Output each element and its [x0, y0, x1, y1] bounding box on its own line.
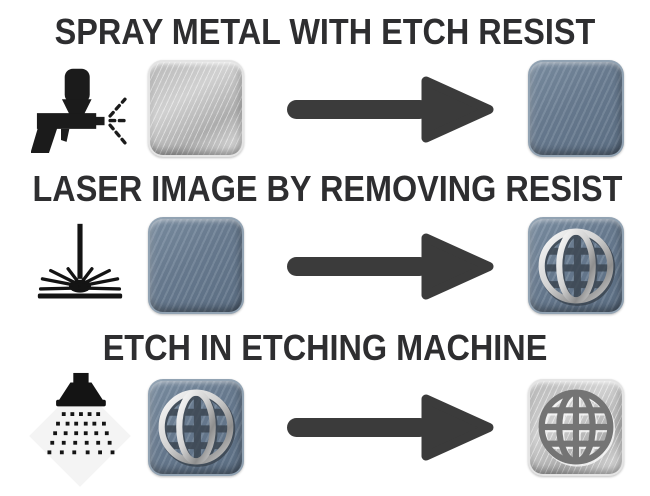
etched-metal-plate [528, 378, 624, 476]
step-3-etch: ETCH IN ETCHING MACHINE [0, 327, 650, 487]
step-1-spray-resist: SPRAY METAL WITH ETCH RESIST [0, 0, 650, 157]
step-2-before [148, 217, 244, 314]
step-2-title: LASER IMAGE BY REMOVING RESIST [32, 168, 623, 209]
bare-metal-plate [148, 60, 244, 157]
resist-coated-plate [148, 217, 244, 314]
step-2-laser-image: LASER IMAGE BY REMOVING RESIST [0, 169, 650, 314]
step-2-arrow [283, 226, 498, 306]
etchant-spray-shower-icon [29, 372, 131, 487]
laser-beam-icon [30, 222, 130, 310]
silver-globe-icon [538, 228, 616, 306]
step-1-flow [0, 60, 650, 157]
step-3-flow [0, 372, 650, 487]
step-3-before [148, 378, 244, 476]
right-arrow-icon [287, 233, 494, 299]
plate-with-globe-image [528, 217, 624, 314]
right-arrow-icon [287, 394, 494, 461]
step-1-after [528, 60, 624, 157]
step-1-before [148, 60, 244, 157]
step-3-title: ETCH IN ETCHING MACHINE [102, 327, 548, 368]
step-1-title: SPRAY METAL WITH ETCH RESIST [54, 11, 596, 52]
step-1-arrow [283, 69, 498, 149]
etched-globe-icon [538, 389, 616, 467]
step-3-arrow [283, 387, 498, 467]
step-3-after [528, 378, 624, 476]
right-arrow-icon [287, 76, 494, 142]
step-2-flow [0, 217, 650, 314]
plate-with-globe-image [148, 378, 244, 476]
step-2-after [528, 217, 624, 314]
silver-globe-icon [158, 389, 236, 467]
resist-coated-plate [528, 60, 624, 157]
spray-gun-icon [30, 65, 130, 153]
